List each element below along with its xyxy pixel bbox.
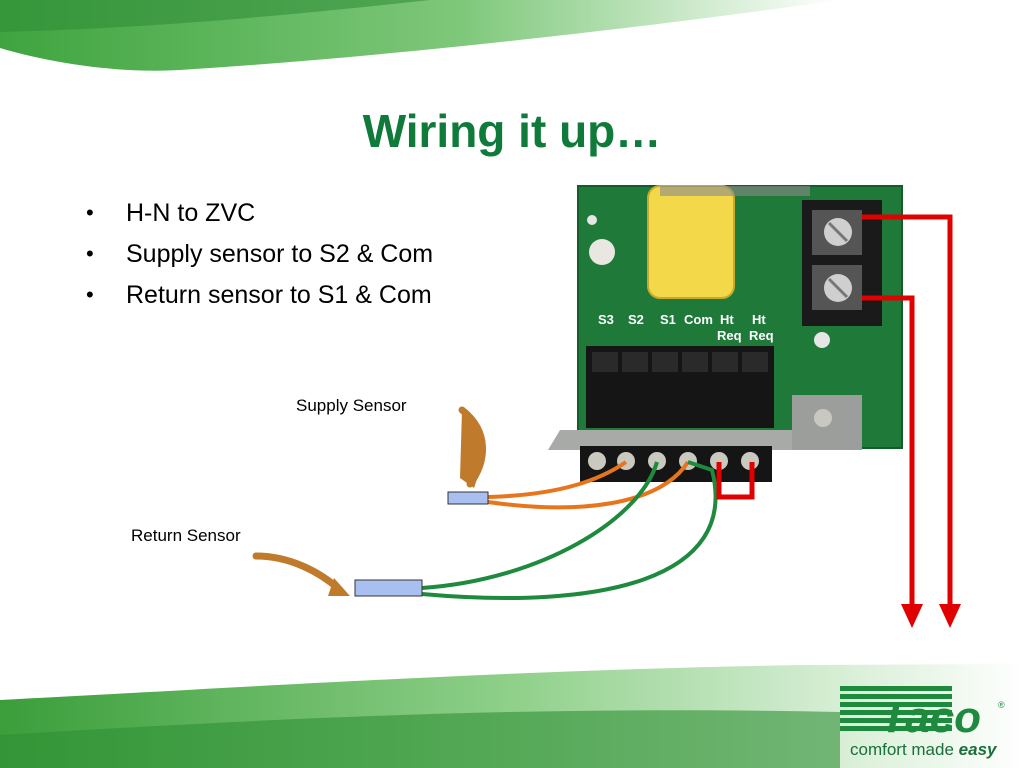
terminal-label-req2: Req [749, 328, 774, 343]
supply-sensor-label: Supply Sensor [296, 396, 407, 415]
bullet-text: Return sensor to S1 & Com [126, 281, 432, 309]
terminal-label-ht2: Ht [752, 312, 766, 327]
capacitor [647, 185, 810, 299]
line-terminal-block [802, 200, 882, 326]
logo-tagline: comfort made easy [850, 740, 996, 760]
bullet-item: •H-N to ZVC [86, 199, 256, 227]
return-sensor-label: Return Sensor [131, 526, 241, 545]
slide-title: Wiring it up… [362, 105, 662, 157]
bullet-text: H-N to ZVC [126, 199, 256, 227]
logo-registered-mark: ® [998, 700, 1005, 710]
taco-logo: Taco ® [840, 686, 1005, 742]
return-sensor [354, 579, 423, 597]
bullet-list: •H-N to ZVC •Supply sensor to S2 & Com •… [86, 196, 433, 319]
bullet-text: Supply sensor to S2 & Com [126, 240, 434, 268]
terminal-label-req1: Req [717, 328, 742, 343]
logo-tagline-emphasis: easy [958, 740, 997, 759]
terminal-label-s3: S3 [598, 312, 614, 327]
terminal-connector [580, 346, 774, 482]
logo-brand: Taco [880, 693, 981, 742]
terminal-label-s1: S1 [660, 312, 676, 327]
terminal-label-com: Com [684, 312, 713, 327]
supply-sensor [447, 491, 489, 505]
logo-tagline-main: comfort made [850, 740, 959, 759]
bullet-item: •Supply sensor to S2 & Com [86, 240, 434, 268]
bullet-item: •Return sensor to S1 & Com [86, 281, 432, 309]
return-pointer-arrow [252, 552, 344, 594]
terminal-label-s2: S2 [628, 312, 644, 327]
terminal-label-ht1: Ht [720, 312, 734, 327]
